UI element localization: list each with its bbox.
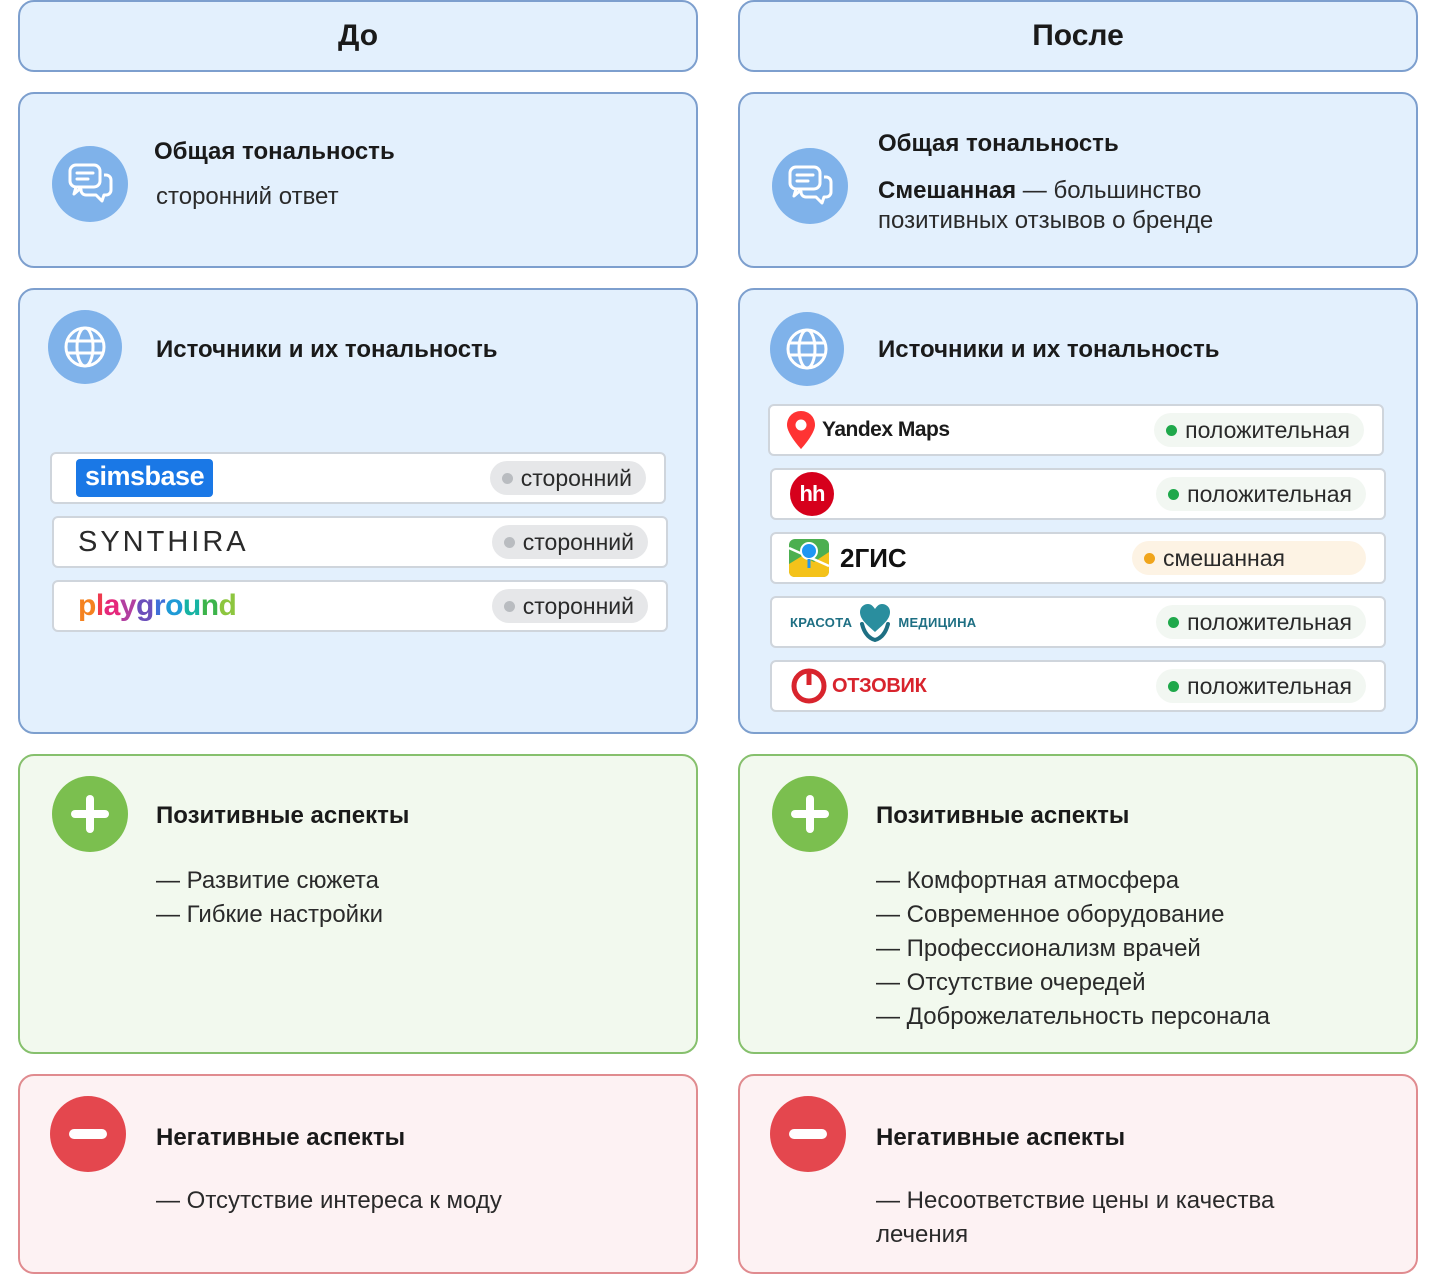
source-row-krasota-medicina: КРАСОТА МЕДИЦИНА положительная (770, 596, 1386, 648)
globe-icon (770, 312, 844, 386)
source-row-yandex-maps: Yandex Maps положительная (768, 404, 1384, 456)
synthira-logo: SYNTHIRA (78, 525, 249, 558)
heart-hands-icon (860, 604, 891, 642)
before-header: До (18, 0, 698, 72)
tone-badge: положительная (1156, 605, 1366, 639)
source-row-synthira: SYNTHIRA сторонний (52, 516, 668, 568)
list-item: — Доброжелательность персонала (876, 1003, 1270, 1030)
chat-bubbles-icon (772, 148, 848, 224)
minus-icon (50, 1096, 126, 1172)
playground-logo: playground (78, 589, 237, 622)
tone-badge: положительная (1154, 413, 1364, 447)
after-positive-title: Позитивные аспекты (876, 802, 1130, 829)
before-positive-card: Позитивные аспекты — Развитие сюжета — Г… (18, 754, 698, 1054)
map-pin-icon (787, 411, 815, 449)
before-negative-card: Негативные аспекты — Отсутствие интереса… (18, 1074, 698, 1274)
plus-icon (772, 776, 848, 852)
list-item: — Комфортная атмосфера (876, 867, 1180, 894)
before-negative-list: — Отсутствие интереса к моду (156, 1184, 502, 1218)
list-item: — Отсутствие интереса к моду (156, 1187, 502, 1214)
2gis-map-icon (788, 539, 830, 577)
after-header-label: После (1032, 19, 1124, 52)
simsbase-logo: simsbase (76, 454, 214, 502)
list-item: — Гибкие настройки (156, 901, 383, 928)
list-item: — Профессионализм врачей (876, 935, 1201, 962)
plus-icon (52, 776, 128, 852)
list-item: — Современное оборудование (876, 901, 1225, 928)
after-positive-card: Позитивные аспекты — Комфортная атмосфер… (738, 754, 1418, 1054)
tone-badge: положительная (1156, 669, 1366, 703)
before-sources-card: Источники и их тональность simsbase стор… (18, 288, 698, 734)
before-positive-title: Позитивные аспекты (156, 802, 410, 829)
after-negative-card: Негативные аспекты — Несоответствие цены… (738, 1074, 1418, 1274)
before-header-label: До (337, 19, 379, 52)
after-tone-text-bold: Смешанная (878, 177, 1017, 204)
krasota-medicina-logo: КРАСОТА МЕДИЦИНА (790, 598, 976, 646)
minus-icon (770, 1096, 846, 1172)
after-header: После (738, 0, 1418, 72)
tone-badge: сторонний (491, 525, 648, 559)
after-tone-text: Смешанная — большинство позитивных отзыв… (878, 176, 1278, 236)
globe-icon (48, 310, 122, 384)
tone-badge: смешанная (1132, 541, 1366, 575)
after-sources-title: Источники и их тональность (878, 336, 1220, 363)
after-tone-title: Общая тональность (878, 130, 1119, 157)
hh-logo: hh (790, 470, 834, 518)
yandex-maps-logo: Yandex Maps (786, 406, 950, 454)
after-negative-title: Негативные аспекты (876, 1124, 1126, 1151)
after-positive-list: — Комфортная атмосфера — Современное обо… (876, 864, 1270, 1034)
after-tone-text-rest: — большинство позитивных отзывов о бренд… (878, 177, 1214, 234)
source-row-simsbase: simsbase сторонний (50, 452, 666, 504)
list-item: — Несоответствие цены и качества лечения (876, 1187, 1275, 1248)
after-sources-card: Источники и их тональность Yandex Maps п… (738, 288, 1418, 734)
before-tone-card: Общая тональность сторонний ответ (18, 92, 698, 268)
source-row-hh: hh положительная (770, 468, 1386, 520)
before-sources-title: Источники и их тональность (156, 336, 498, 363)
list-item: — Развитие сюжета (156, 867, 379, 894)
before-negative-title: Негативные аспекты (156, 1124, 406, 1151)
tone-badge: положительная (1156, 477, 1366, 511)
otzovik-icon (791, 668, 827, 704)
chat-bubbles-icon (52, 146, 128, 222)
after-tone-card: Общая тональность Смешанная — большинств… (738, 92, 1418, 268)
list-item: — Отсутствие очередей (876, 969, 1146, 996)
after-negative-list: — Несоответствие цены и качества лечения (876, 1184, 1346, 1252)
source-row-2gis: 2ГИС смешанная (770, 532, 1386, 584)
2gis-logo: 2ГИС (788, 534, 907, 582)
source-row-playground: playground сторонний (52, 580, 668, 632)
before-tone-text: сторонний ответ (156, 183, 339, 210)
tone-badge: сторонний (489, 461, 646, 495)
before-positive-list: — Развитие сюжета — Гибкие настройки (156, 864, 383, 932)
source-row-otzovik: ОТЗОВИК положительная (770, 660, 1386, 712)
before-tone-title: Общая тональность (154, 138, 395, 165)
tone-badge: сторонний (491, 589, 648, 623)
otzovik-logo: ОТЗОВИК (790, 662, 927, 710)
